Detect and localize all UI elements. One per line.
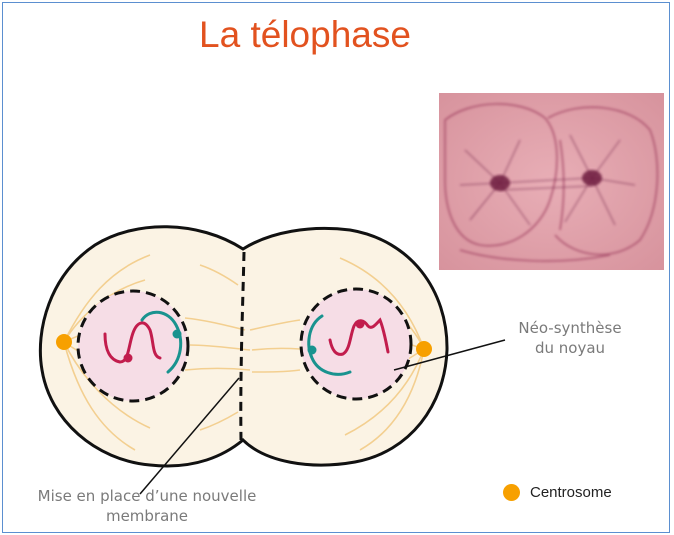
nucleus-left [78,291,188,401]
centrosome-legend-icon [503,484,520,501]
telophase-micrograph [439,93,664,270]
label-neo-synthese-line2: du noyau [500,338,640,358]
centromere-teal-right [308,346,317,355]
label-neo-synthese: Néo-synthèse du noyau [500,318,640,358]
centromere-teal-left [173,330,182,339]
legend-label: Centrosome [530,484,612,501]
label-new-membrane-line1: Mise en place d’une nouvelle [2,486,292,506]
centromere-red-left [124,354,133,363]
centromere-red-right [356,320,365,329]
legend: Centrosome [503,484,612,501]
nucleus-right [301,289,411,399]
centrosome-left [56,334,72,350]
centrosome-right [416,341,432,357]
label-new-membrane: Mise en place d’une nouvelle membrane [2,486,292,526]
label-neo-synthese-line1: Néo-synthèse [500,318,640,338]
label-new-membrane-line2: membrane [2,506,292,526]
